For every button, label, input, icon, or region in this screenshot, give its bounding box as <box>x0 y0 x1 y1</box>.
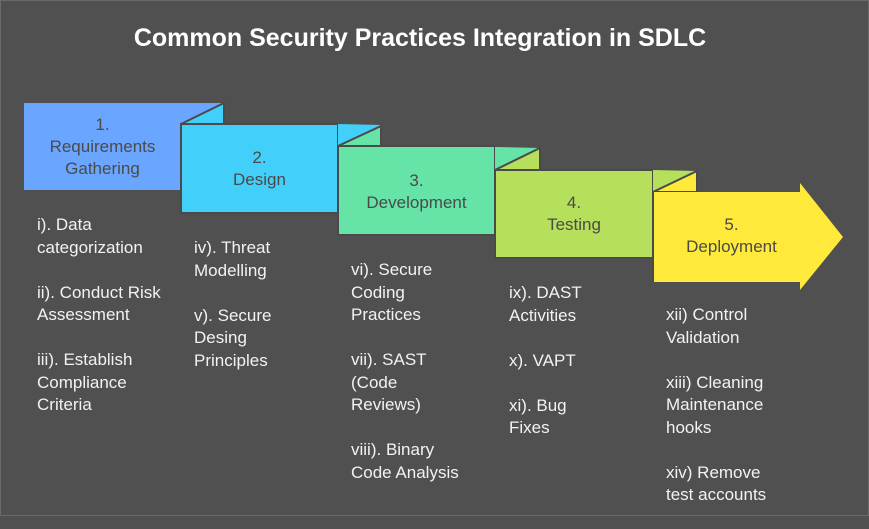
practice-item: xiv) Remove test accounts <box>666 462 767 505</box>
stage-name: Design <box>233 170 286 189</box>
stage-name: Development <box>366 193 467 212</box>
stage-4-label: 4. Testing <box>495 192 653 236</box>
stage-number: 1. <box>95 115 110 134</box>
practice-item: x). VAPT <box>509 350 576 370</box>
stage-2-box <box>180 123 339 214</box>
stage-shapes <box>24 101 843 290</box>
stage-1-practices: i). Data categorization ii). Conduct Ris… <box>37 214 182 439</box>
diagram-title: Common Security Practices Integration in… <box>133 24 707 52</box>
stage-3-label: 3. Development <box>338 170 495 214</box>
stage-5-practices: xii) Control Validation xiii) Cleaning M… <box>666 304 786 529</box>
stage-4-box <box>494 169 654 259</box>
stage-name: Deployment <box>686 237 777 256</box>
practice-item: i). Data categorization <box>37 215 143 257</box>
stage-name: Requirements Gathering <box>49 137 156 178</box>
stage-4-practices: ix). DAST Activities x). VAPT xi). Bug F… <box>509 282 609 462</box>
stage-number: 3. <box>409 171 424 190</box>
practice-item: vi). Secure Coding Practices <box>351 260 433 324</box>
stage-2-practices: iv). Threat Modelling v). Secure Desing … <box>194 237 294 395</box>
practice-item: xiii) Cleaning Maintenance hooks <box>666 372 764 437</box>
practice-item: xi). Bug Fixes <box>509 395 567 438</box>
practice-item: ii). Conduct Risk Assessment <box>37 282 161 325</box>
stage-number: 2. <box>252 148 267 167</box>
stage-number: 5. <box>724 215 739 234</box>
practice-item: ix). DAST Activities <box>509 283 582 325</box>
stage-1-label: 1. Requirements Gathering <box>24 114 181 180</box>
practice-item: iii). Establish Compliance Criteria <box>37 350 133 414</box>
stage-3-practices: vi). Secure Coding Practices vii). SAST … <box>351 259 491 507</box>
practice-item: iv). Threat Modelling <box>194 238 271 280</box>
stage-2-label: 2. Design <box>181 147 338 191</box>
practice-item: viii). Binary Code Analysis <box>351 440 459 482</box>
stage-5-label: 5. Deployment <box>653 214 810 258</box>
practice-item: xii) Control Validation <box>666 305 748 347</box>
stage-name: Testing <box>547 215 601 234</box>
stage-5-arrow <box>653 183 843 290</box>
practice-item: v). Secure Desing Principles <box>194 305 272 370</box>
practice-item: vii). SAST (Code Reviews) <box>351 350 427 414</box>
stage-number: 4. <box>566 193 582 212</box>
